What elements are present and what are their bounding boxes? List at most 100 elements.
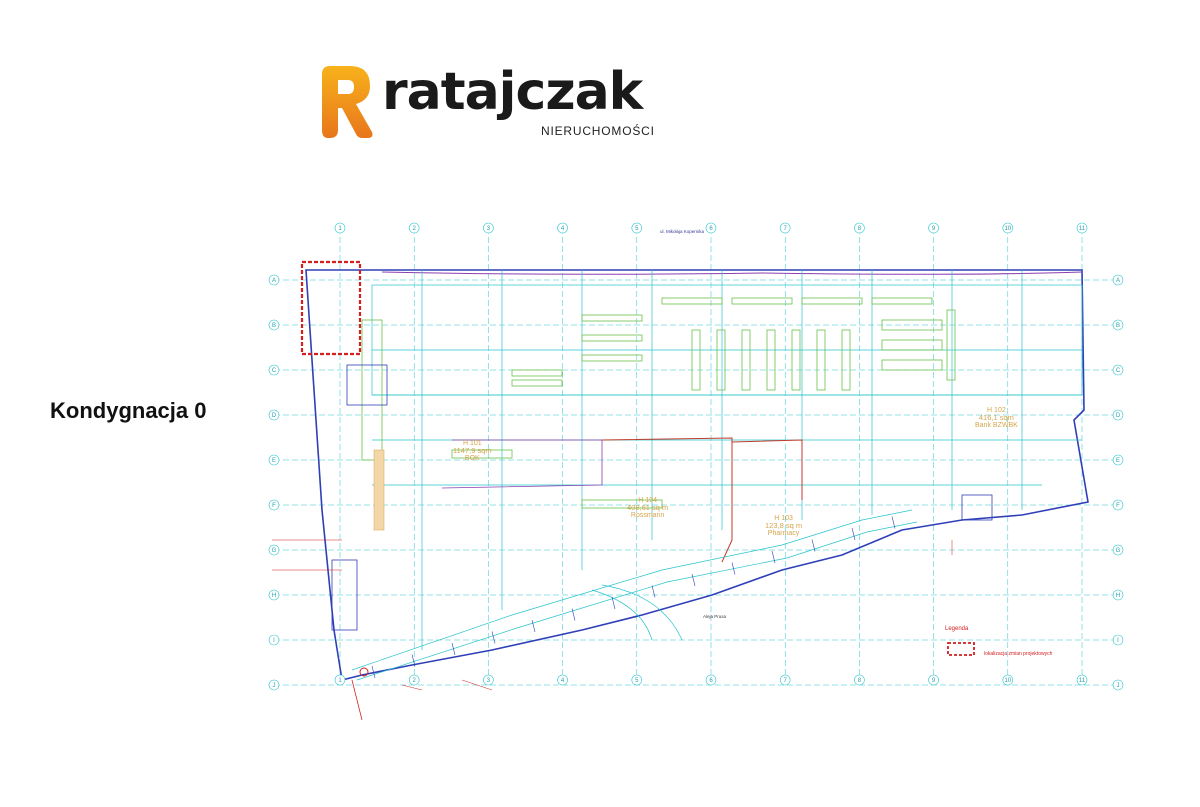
building-outline bbox=[305, 269, 1089, 681]
grid-row-label: C bbox=[1116, 368, 1121, 374]
grid-row-label: G bbox=[1116, 548, 1121, 554]
arcade-column bbox=[811, 539, 816, 552]
grid-row-label: J bbox=[273, 683, 276, 689]
corridor-fill bbox=[373, 449, 385, 531]
grid-row-label: D bbox=[272, 413, 277, 419]
arcade-column bbox=[851, 527, 856, 541]
grid-column-label: 6 bbox=[709, 678, 713, 684]
grid-column-label: 11 bbox=[1079, 678, 1086, 684]
unit-label-h104: H 104 408,61 sq m Rossmann bbox=[627, 497, 668, 520]
grid-row-bubble: F bbox=[1112, 499, 1124, 511]
grid-column-bubble: 7 bbox=[779, 674, 791, 686]
grid-row-bubble: G bbox=[1112, 544, 1124, 556]
grid-row-bubble: D bbox=[268, 409, 280, 421]
street-label: ul. Mikołaja Kopernika bbox=[660, 229, 705, 234]
grid-row-bubble: E bbox=[1112, 454, 1124, 466]
arcade-columns bbox=[371, 516, 896, 679]
unit-id: H 104 bbox=[638, 497, 657, 504]
unit-boundary-rossmann bbox=[601, 437, 733, 563]
grid-column-bubble: 11 bbox=[1076, 222, 1088, 234]
grid-row-bubble: J bbox=[1112, 679, 1124, 691]
grid-row-bubble: B bbox=[1112, 319, 1124, 331]
grid-column-bubble: 3 bbox=[483, 674, 494, 686]
grid-column-label: 5 bbox=[635, 678, 639, 684]
grid-row-label: E bbox=[1116, 458, 1120, 464]
grid-column-label: 3 bbox=[487, 678, 491, 684]
grid-row-bubble: D bbox=[1112, 409, 1124, 421]
grid-column-label: 10 bbox=[1004, 226, 1011, 232]
annotations bbox=[272, 539, 953, 691]
facade-top bbox=[381, 271, 1083, 275]
arcade-column bbox=[731, 562, 736, 575]
grid-column-label: 7 bbox=[784, 678, 788, 684]
arcade-column bbox=[451, 642, 456, 656]
grid-column-bubble: 4 bbox=[557, 222, 568, 234]
grid-row-label: I bbox=[1117, 638, 1119, 644]
grid-column-label: 1 bbox=[338, 226, 342, 232]
grid-column-bubble: 2 bbox=[408, 674, 420, 686]
grid-column-bubble: 1 bbox=[334, 674, 346, 686]
fixtures bbox=[361, 297, 956, 509]
grid-row-label: F bbox=[1116, 503, 1120, 509]
arcade-column bbox=[651, 585, 656, 598]
legend-swatch bbox=[947, 642, 975, 656]
unit-id: H 103 bbox=[774, 515, 793, 522]
unit-tenant: BOK bbox=[464, 455, 480, 463]
grid-column-bubble: 1 bbox=[334, 222, 346, 234]
grid-row-label: D bbox=[1116, 413, 1121, 419]
grid-row-label: H bbox=[272, 593, 276, 599]
grid-column-label: 9 bbox=[932, 678, 936, 684]
grid-rows bbox=[274, 279, 1118, 686]
grid-column-bubble: 8 bbox=[854, 674, 865, 686]
grid-row-label: E bbox=[272, 458, 276, 464]
change-location-marker bbox=[300, 260, 362, 356]
grid-column-bubble: 8 bbox=[854, 222, 865, 234]
grid-row-bubble: A bbox=[268, 274, 280, 286]
company-logo: ratajczak NIERUCHOMOŚCI bbox=[318, 64, 658, 144]
grid-row-label: A bbox=[1116, 278, 1120, 284]
legend-title: Legenda bbox=[945, 626, 969, 632]
arcade-column bbox=[891, 516, 896, 529]
grid-column-label: 10 bbox=[1004, 678, 1011, 684]
grid-column-label: 7 bbox=[784, 226, 788, 232]
grid-row-label: G bbox=[272, 548, 277, 554]
grid-columns bbox=[339, 228, 1083, 680]
arcade-column bbox=[491, 631, 496, 644]
grid-column-bubble: 3 bbox=[483, 222, 494, 234]
grid-row-bubble: C bbox=[1112, 364, 1124, 376]
arcade-column bbox=[531, 619, 536, 633]
grid-column-label: 2 bbox=[413, 226, 417, 232]
grid-column-bubble: 9 bbox=[928, 674, 939, 686]
grid-column-bubble: 2 bbox=[408, 222, 420, 234]
grid-row-bubble: I bbox=[1112, 634, 1124, 646]
logo-wordmark: ratajczak bbox=[382, 62, 643, 122]
grid-row-label: I bbox=[273, 638, 275, 644]
grid-row-bubble: H bbox=[268, 589, 280, 601]
floor-level-label: Kondygnacja 0 bbox=[50, 398, 207, 423]
grid-column-label: 6 bbox=[709, 226, 713, 232]
grid-row-label: C bbox=[272, 368, 277, 374]
unit-boundary-pharmacy bbox=[731, 439, 803, 500]
grid-column-bubble: 7 bbox=[779, 222, 791, 234]
grid-column-label: 3 bbox=[487, 226, 491, 232]
grid-row-bubble: E bbox=[268, 454, 280, 466]
unit-label-h103: H 103 123,8 sq m Pharmacy bbox=[765, 515, 802, 538]
arcade-column bbox=[571, 608, 576, 621]
grid-column-label: 2 bbox=[413, 678, 417, 684]
grid-row-bubble: I bbox=[268, 634, 280, 646]
unit-id: H 101 bbox=[462, 440, 482, 447]
arcade-column bbox=[611, 596, 616, 610]
grid-column-label: 8 bbox=[858, 678, 862, 684]
grid-column-label: 9 bbox=[932, 226, 936, 232]
unit-area: 408,61 sq m bbox=[627, 503, 669, 513]
grid-column-bubble: 10 bbox=[1002, 222, 1014, 234]
stairs bbox=[331, 364, 993, 631]
grid-column-label: 11 bbox=[1079, 226, 1086, 232]
grid-row-label: F bbox=[272, 503, 276, 509]
unit-tenant: Rossmann bbox=[630, 512, 665, 520]
grid-row-label: J bbox=[1117, 683, 1120, 689]
arcade-column bbox=[771, 550, 776, 564]
grid-row-bubble: H bbox=[1112, 589, 1124, 601]
unit-tenant: Pharmacy bbox=[767, 530, 800, 538]
